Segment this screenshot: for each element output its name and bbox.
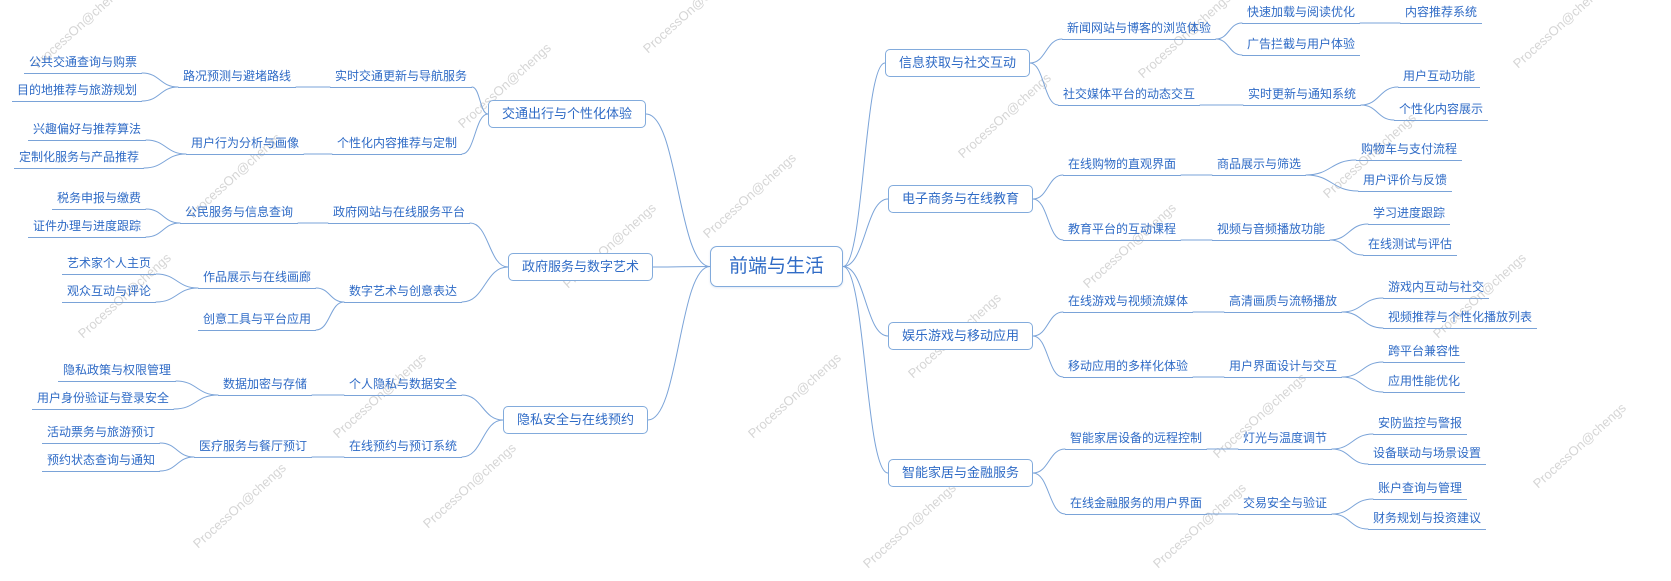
node-creative-tools[interactable]: 创意工具与平台应用 [198,311,317,331]
node-interest-algorithm[interactable]: 兴趣偏好与推荐算法 [28,121,147,141]
node-progress-tracking[interactable]: 学习进度跟踪 [1368,205,1451,225]
watermark: ProcessOn@chengs [1510,0,1609,72]
watermark: ProcessOn@chengs [955,70,1054,162]
node-finance-ui[interactable]: 在线金融服务的用户界面 [1065,495,1208,515]
node-content-recommendation[interactable]: 内容推荐系统 [1400,4,1483,24]
node-online-testing[interactable]: 在线测试与评估 [1363,236,1458,256]
node-ui-design-interaction[interactable]: 用户界面设计与交互 [1224,358,1343,378]
node-identity-login-security[interactable]: 用户身份验证与登录安全 [32,390,175,410]
node-audience-comments[interactable]: 观众互动与评论 [62,283,157,303]
node-realtime-traffic[interactable]: 实时交通更新与导航服务 [330,68,473,88]
node-privacy-policy[interactable]: 隐私政策与权限管理 [58,362,177,382]
node-ad-blocking[interactable]: 广告拦截与用户体验 [1242,36,1361,56]
node-medical-restaurant-booking[interactable]: 医疗服务与餐厅预订 [194,438,313,458]
node-app-performance[interactable]: 应用性能优化 [1383,373,1466,393]
node-ticket-travel-booking[interactable]: 活动票务与旅游预订 [42,424,161,444]
watermark: ProcessOn@chengs [1080,200,1179,292]
node-education-courses[interactable]: 教育平台的互动课程 [1063,221,1182,241]
node-device-scenes[interactable]: 设备联动与场景设置 [1368,445,1487,465]
node-ecommerce-education[interactable]: 电子商务与在线教育 [888,185,1034,213]
node-data-encryption[interactable]: 数据加密与存储 [218,376,313,396]
node-light-temp-control[interactable]: 灯光与温度调节 [1238,430,1333,450]
node-citizen-service-query[interactable]: 公民服务与信息查询 [180,204,299,224]
node-hd-playback[interactable]: 高清画质与流畅播放 [1224,293,1343,313]
node-digital-art-expression[interactable]: 数字艺术与创意表达 [344,283,463,303]
node-social-media-interaction[interactable]: 社交媒体平台的动态交互 [1058,86,1201,106]
node-center[interactable]: 前端与生活 [710,246,844,287]
node-tax-payment[interactable]: 税务申报与缴费 [52,190,147,210]
node-av-playback[interactable]: 视频与音频播放功能 [1212,221,1331,241]
node-security-alerts[interactable]: 安防监控与警报 [1373,415,1468,435]
watermark: ProcessOn@chengs [1150,480,1249,572]
node-personalized-display[interactable]: 个性化内容展示 [1394,101,1489,121]
node-info-social[interactable]: 信息获取与社交互动 [885,49,1031,77]
node-artist-homepage[interactable]: 艺术家个人主页 [62,255,157,275]
node-cart-payment[interactable]: 购物车与支付流程 [1356,141,1463,161]
node-gov-digital-art[interactable]: 政府服务与数字艺术 [508,253,654,281]
node-booking-status-notify[interactable]: 预约状态查询与通知 [42,452,161,472]
node-gov-website-platform[interactable]: 政府网站与在线服务平台 [328,204,471,224]
node-cross-platform[interactable]: 跨平台兼容性 [1383,343,1466,363]
watermark: ProcessOn@chengs [700,150,799,242]
node-transaction-security[interactable]: 交易安全与验证 [1238,495,1333,515]
node-privacy-booking[interactable]: 隐私安全与在线预约 [503,406,649,434]
node-destination-recommend[interactable]: 目的地推荐与旅游规划 [12,82,143,102]
node-in-game-social[interactable]: 游戏内互动与社交 [1383,279,1490,299]
watermark: ProcessOn@chengs [860,480,959,572]
watermark: ProcessOn@chengs [745,350,844,442]
node-product-display-filter[interactable]: 商品展示与筛选 [1212,156,1307,176]
node-realtime-notifications[interactable]: 实时更新与通知系统 [1243,86,1362,106]
node-financial-planning[interactable]: 财务规划与投资建议 [1368,510,1487,530]
node-fast-loading[interactable]: 快速加载与阅读优化 [1242,4,1361,24]
node-online-booking-system[interactable]: 在线预约与预订系统 [344,438,463,458]
watermark: ProcessOn@chengs [1135,0,1234,82]
node-smarthome-remote[interactable]: 智能家居设备的远程控制 [1065,430,1208,450]
node-transport-experience[interactable]: 交通出行与个性化体验 [488,100,647,128]
node-shopping-ui[interactable]: 在线购物的直观界面 [1063,156,1182,176]
node-certificate-tracking[interactable]: 证件办理与进度跟踪 [28,218,147,238]
node-news-blog-browsing[interactable]: 新闻网站与博客的浏览体验 [1062,20,1217,40]
node-smarthome-finance[interactable]: 智能家居与金融服务 [888,459,1034,487]
watermark: ProcessOn@chengs [640,0,739,57]
node-video-playlist[interactable]: 视频推荐与个性化播放列表 [1383,309,1538,329]
node-public-transit-query[interactable]: 公共交通查询与购票 [24,54,143,74]
watermark: ProcessOn@chengs [190,460,289,552]
node-personal-data-security[interactable]: 个人隐私与数据安全 [344,376,463,396]
node-user-reviews[interactable]: 用户评价与反馈 [1358,172,1453,192]
node-online-gallery[interactable]: 作品展示与在线画廊 [198,269,317,289]
node-personalized-content[interactable]: 个性化内容推荐与定制 [332,135,463,155]
watermark: ProcessOn@chengs [1530,400,1629,492]
node-account-management[interactable]: 账户查询与管理 [1373,480,1468,500]
node-road-prediction[interactable]: 路况预测与避堵路线 [178,68,297,88]
node-custom-service-recommend[interactable]: 定制化服务与产品推荐 [14,149,145,169]
node-mobile-app-experience[interactable]: 移动应用的多样化体验 [1063,358,1194,378]
node-games-streaming[interactable]: 在线游戏与视频流媒体 [1063,293,1194,313]
node-user-behavior-analysis[interactable]: 用户行为分析与画像 [186,135,305,155]
node-user-interaction-features[interactable]: 用户互动功能 [1398,68,1481,88]
node-games-mobile[interactable]: 娱乐游戏与移动应用 [888,322,1034,350]
